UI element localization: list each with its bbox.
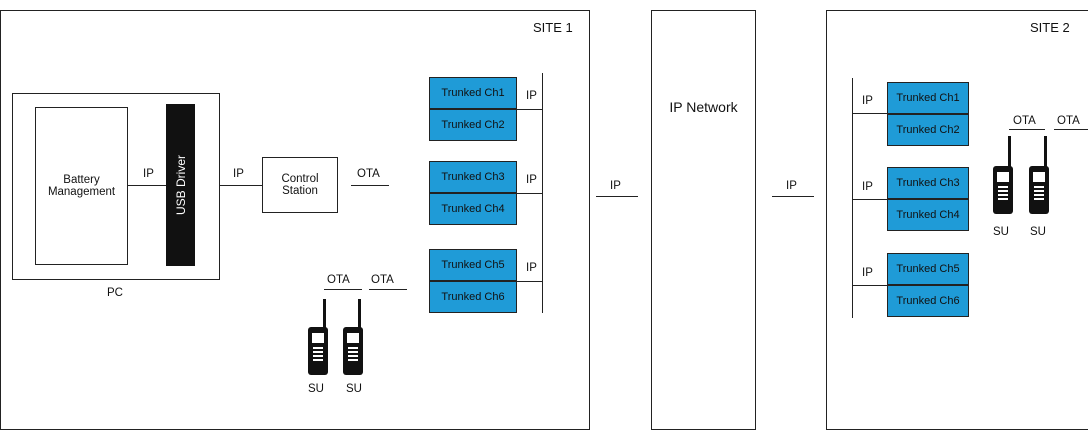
- site1-ch-ip-2: IP: [526, 174, 537, 186]
- ota-line-su2: [369, 289, 407, 291]
- site2-bus: [852, 78, 854, 318]
- usb-driver-box: USB Driver: [166, 104, 195, 266]
- site2-ch-link-3: [852, 285, 887, 287]
- site2-channel-5: Trunked Ch5: [887, 253, 969, 285]
- radio-icon: [343, 299, 363, 375]
- su-label-2: SU: [346, 383, 362, 395]
- link-site1-network: [596, 196, 638, 198]
- ota-label-control: OTA: [357, 168, 380, 180]
- ip-network-label: IP Network: [669, 99, 738, 115]
- ota-label-su2: OTA: [371, 274, 394, 286]
- usb-driver-label: USB Driver: [173, 154, 188, 216]
- pc-label: PC: [107, 287, 123, 299]
- site1-ch-link-1: [517, 109, 542, 111]
- site2-ota-line-2: [1054, 129, 1088, 131]
- ota-line-control: [351, 185, 389, 187]
- site2-ota-line-1: [1009, 129, 1045, 131]
- link-pc-control: [220, 185, 262, 187]
- site2-channel-6: Trunked Ch6: [887, 285, 969, 317]
- site2-ota-label-2: OTA: [1057, 115, 1080, 127]
- site1-channel-4: Trunked Ch4: [429, 193, 517, 225]
- site2-channel-3: Trunked Ch3: [887, 167, 969, 199]
- ip-label-pc-control: IP: [233, 168, 244, 180]
- site1-ch-link-3: [517, 281, 542, 283]
- ip-network-box: IP Network: [651, 10, 756, 430]
- site1-bus: [542, 73, 544, 313]
- site1-ch-ip-3: IP: [526, 262, 537, 274]
- radio-icon: [993, 136, 1013, 214]
- site2-channel-1: Trunked Ch1: [887, 82, 969, 114]
- ota-line-su1: [324, 289, 362, 291]
- site1-ch-link-2: [517, 193, 542, 195]
- ip-label-battery-usb: IP: [143, 168, 154, 180]
- battery-management-box: Battery Management: [35, 107, 128, 265]
- battery-management-label: Battery Management: [47, 174, 116, 198]
- site2-su-label-2: SU: [1030, 226, 1046, 238]
- site2-ota-label-1: OTA: [1013, 115, 1036, 127]
- radio-icon: [1029, 136, 1049, 214]
- site-2-title: SITE 2: [1030, 20, 1070, 35]
- radio-icon: [308, 299, 328, 375]
- control-station-label: Control Station: [281, 173, 319, 197]
- ota-label-su1: OTA: [327, 274, 350, 286]
- site1-channel-1: Trunked Ch1: [429, 77, 517, 109]
- site1-ch-ip-1: IP: [526, 90, 537, 102]
- su-label-1: SU: [308, 383, 324, 395]
- site1-channel-5: Trunked Ch5: [429, 249, 517, 281]
- site2-ch-ip-3: IP: [862, 267, 873, 279]
- link-battery-usb: [128, 185, 166, 187]
- site1-channel-3: Trunked Ch3: [429, 161, 517, 193]
- site1-channel-6: Trunked Ch6: [429, 281, 517, 313]
- site2-channel-2: Trunked Ch2: [887, 114, 969, 146]
- site2-channel-4: Trunked Ch4: [887, 199, 969, 231]
- site-1-title: SITE 1: [533, 20, 573, 35]
- site2-ch-link-2: [852, 199, 887, 201]
- link-network-site2: [772, 196, 814, 198]
- site2-ch-ip-2: IP: [862, 181, 873, 193]
- ip-label-network-right: IP: [786, 180, 797, 192]
- control-station-box: Control Station: [262, 157, 338, 213]
- site2-su-label-1: SU: [993, 226, 1009, 238]
- ip-label-network-left: IP: [610, 180, 621, 192]
- site2-ch-ip-1: IP: [862, 95, 873, 107]
- site2-ch-link-1: [852, 113, 887, 115]
- site1-channel-2: Trunked Ch2: [429, 109, 517, 141]
